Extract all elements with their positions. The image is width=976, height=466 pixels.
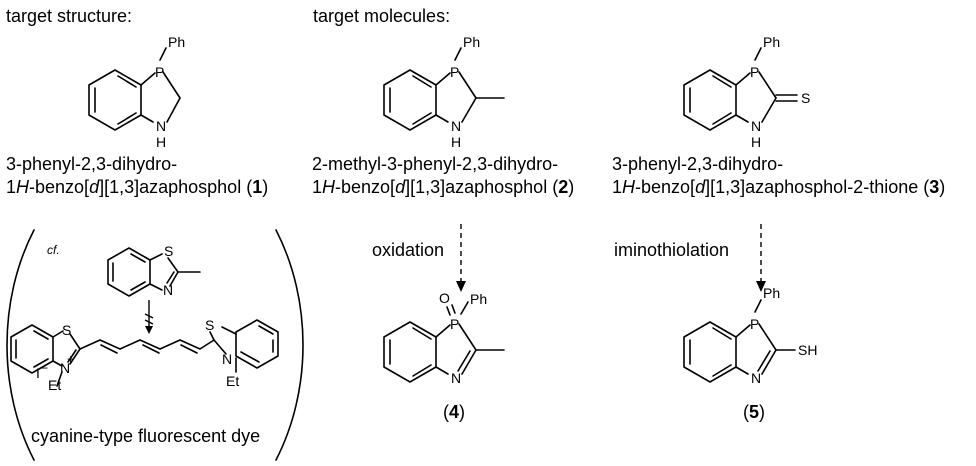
multistep-arrows [144,300,154,334]
atom-N: N [60,360,70,376]
right-parenthesis [275,229,304,461]
compound-1-name-line1: 3-phenyl-2,3-dihydro- [6,154,177,174]
atom-I: I [36,365,40,381]
compound-5-label: (5) [743,402,765,422]
atom-S: S [205,317,214,333]
atom-Et: Et [48,377,61,393]
structure-compound-5 [683,299,796,383]
atom-O: O [439,290,450,306]
left-parenthesis [6,229,35,461]
structure-compound-3 [683,47,798,131]
atom-N: N [451,370,461,386]
cyanine-dye-caption: cyanine-type fluorescent dye [31,426,260,446]
header-target-structure: target structure: [6,6,132,26]
atom-P: P [450,64,459,80]
atom-P: P [155,64,164,80]
charge-minus: − [41,361,48,375]
compound-3-name-line2: 1H-benzo[d][1,3]azaphosphol-2-thione (3) [612,177,945,197]
atom-N: N [163,282,173,298]
atom-N: N [451,118,461,134]
atom-N: N [751,118,761,134]
cf-label: cf. [47,243,60,257]
atom-SH: SH [798,342,817,358]
structure-2-methylbenzothiazole [107,247,201,297]
atom-N: N [751,370,761,386]
compound-3-name-line1: 3-phenyl-2,3-dihydro- [612,154,783,174]
atom-H: H [156,134,166,150]
atom-H: H [751,134,761,150]
compound-1-name-line2: 1H-benzo[d][1,3]azaphosphol (1) [6,177,268,197]
structure-compound-1 [88,47,181,131]
structure-cyanine-dye [10,319,279,387]
atom-Et: Et [226,373,239,389]
atom-H: H [451,134,461,150]
atom-Ph: Ph [168,34,185,50]
atom-Ph: Ph [463,34,480,50]
structure-compound-2 [383,47,505,131]
header-target-molecules: target molecules: [313,6,450,26]
compound-2-name-line2: 1H-benzo[d][1,3]azaphosphol (2) [312,177,574,197]
reaction-label-oxidation: oxidation [372,240,444,260]
atom-Ph: Ph [763,34,780,50]
atom-S: S [164,243,173,259]
atom-Ph: Ph [763,285,780,301]
reaction-label-iminothiolation: iminothiolation [614,240,729,260]
atom-N: N [156,118,166,134]
atom-S: S [801,90,810,106]
atom-S: S [62,322,71,338]
compound-2-name-line1: 2-methyl-3-phenyl-2,3-dihydro- [312,154,558,174]
compound-4-label: (4) [443,402,465,422]
charge-plus: + [67,352,74,366]
arrowhead-icon [756,281,766,292]
structure-compound-4 [383,301,505,383]
atom-P: P [750,64,759,80]
atom-P: P [450,316,459,332]
atom-P: P [750,316,759,332]
arrowhead-icon [456,281,466,292]
atom-N: N [222,351,232,367]
atom-Ph: Ph [470,291,487,307]
